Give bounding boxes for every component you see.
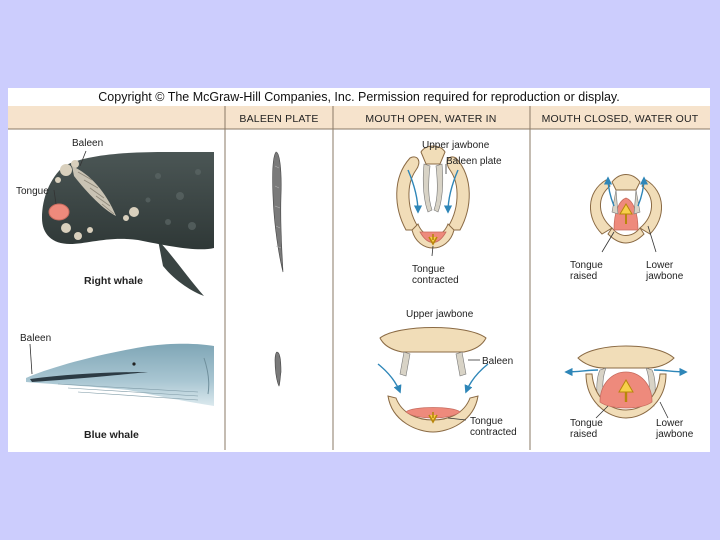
blue-whale-name: Blue whale xyxy=(84,429,139,441)
right-whale-closed-tongue-label-2: raised xyxy=(570,271,597,282)
right-whale-open-tongue-label: Tongue xyxy=(412,264,445,275)
blue-whale-open-tongue-label: Tongue xyxy=(470,416,503,427)
header-mouth-closed: MOUTH CLOSED, WATER OUT xyxy=(542,113,699,125)
header-baleen-plate: BALEEN PLATE xyxy=(239,113,318,125)
blue-whale-baleen-label: Baleen xyxy=(20,333,51,344)
right-whale-name: Right whale xyxy=(84,275,143,287)
blue-whale-closed-tongue-label: Tongue xyxy=(570,418,603,429)
blue-whale-lower-jawbone-label: Lower xyxy=(656,418,684,429)
whale-feeding-figure: BALEEN PLATE MOUTH OPEN, WATER IN MOUTH … xyxy=(8,106,710,450)
blue-whale-upper-jawbone-label: Upper jawbone xyxy=(406,309,474,320)
right-whale-baleen-label: Baleen xyxy=(72,138,103,149)
blue-whale-closed-tongue-label-2: raised xyxy=(570,429,597,440)
right-whale-mouth-closed-diagram xyxy=(590,175,661,244)
right-whale-tongue-label: Tongue xyxy=(16,186,49,197)
right-whale-baleen-plate-label: Baleen plate xyxy=(446,156,502,167)
right-whale-open-tongue-label-2: contracted xyxy=(412,275,459,286)
blue-whale-lower-jawbone-label-2: jawbone xyxy=(655,429,694,440)
blue-whale-mouth-closed-diagram xyxy=(566,346,686,418)
header-mouth-open: MOUTH OPEN, WATER IN xyxy=(365,113,496,125)
right-whale-tongue xyxy=(49,204,69,220)
blue-whale-baleen-plate xyxy=(275,352,281,386)
right-whale-closed-tongue-label: Tongue xyxy=(570,260,603,271)
right-whale-lower-jawbone-label-2: jawbone xyxy=(645,271,684,282)
right-whale-upper-jawbone-label: Upper jawbone xyxy=(422,140,490,151)
blue-whale-body xyxy=(26,344,214,406)
copyright-notice: Copyright © The McGraw-Hill Companies, I… xyxy=(8,88,710,106)
blue-whale-open-tongue-label-2: contracted xyxy=(470,427,517,438)
right-whale-baleen-plate xyxy=(273,152,283,272)
blue-whale-baleen-label-2: Baleen xyxy=(482,356,513,367)
blue-whale-illustration xyxy=(26,344,214,406)
right-whale-lower-jawbone-label: Lower xyxy=(646,260,674,271)
